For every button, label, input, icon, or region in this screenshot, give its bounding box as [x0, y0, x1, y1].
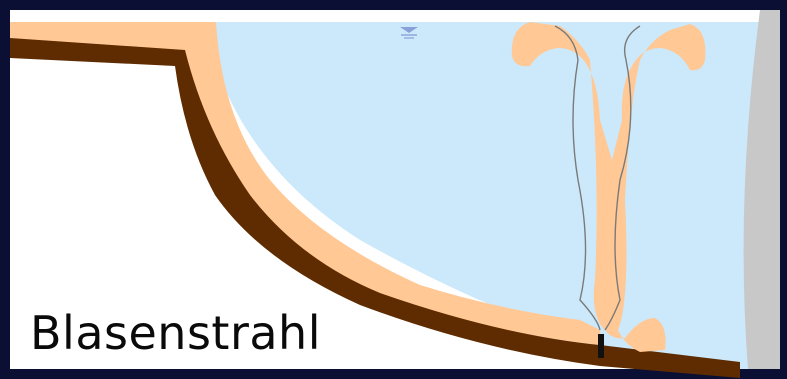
nozzle	[598, 334, 604, 358]
diagram-caption: Blasenstrahl	[30, 310, 321, 356]
